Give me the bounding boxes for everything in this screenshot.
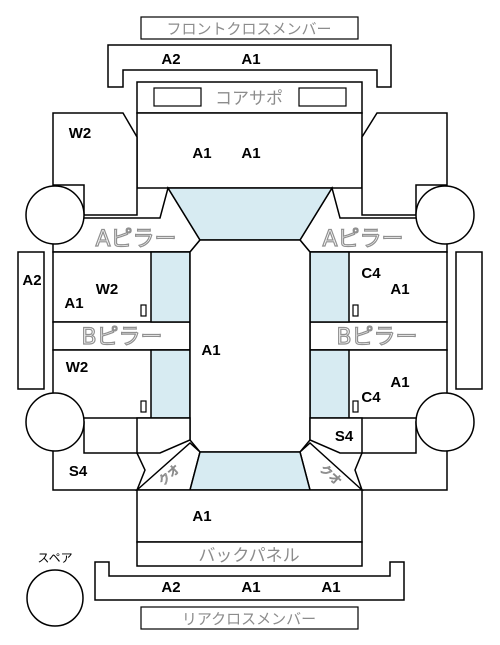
front-window-left[interactable] (150, 251, 191, 323)
code-rear-door-right-b: C4 (361, 389, 381, 406)
code-rear-fender-right: S4 (335, 428, 354, 445)
a-pillar-left-label: Aピラー (95, 227, 176, 252)
code-trunk: A1 (192, 508, 211, 525)
front-cross-member-box (140, 16, 359, 40)
rear-window-right[interactable] (309, 349, 350, 419)
door-handle-rear-right (352, 400, 359, 413)
door-handle-rear-left (140, 400, 147, 413)
front-tire-right[interactable] (415, 185, 475, 245)
front-fender-right[interactable] (361, 112, 448, 216)
b-pillar-left-label: Bピラー (81, 325, 162, 350)
side-sill-right[interactable] (455, 251, 483, 390)
front-window-right[interactable] (309, 251, 350, 323)
core-support-label: コアサポ (215, 89, 283, 109)
front-cross-member[interactable] (107, 44, 392, 88)
rear-window-left[interactable] (150, 349, 191, 419)
code-rear-door-left: W2 (66, 359, 89, 376)
back-panel-label: バックパネル (198, 546, 299, 566)
spare-tire[interactable] (26, 569, 84, 627)
code-rear-fender-left: S4 (69, 463, 88, 480)
a-pillar-right-label: Aピラー (322, 227, 403, 252)
back-panel[interactable] (136, 541, 363, 567)
code-hood-left: A1 (192, 145, 211, 162)
code-rear-door-right-a: A1 (390, 374, 409, 391)
rear-tire-left[interactable] (25, 392, 85, 452)
code-hood-right: A1 (241, 145, 260, 162)
code-front-door-left-a: W2 (96, 281, 119, 298)
headlight-left[interactable] (153, 87, 202, 107)
b-pillar-right-label: Bピラー (336, 325, 417, 350)
rear-window[interactable] (189, 451, 311, 491)
rear-cross-member-label: リアクロスメンバー (182, 610, 316, 628)
code-front-door-right-b: A1 (390, 281, 409, 298)
headlight-right[interactable] (298, 87, 347, 107)
code-side-sill-left: A2 (22, 272, 41, 289)
code-roof: A1 (201, 342, 220, 359)
door-handle-front-right (352, 304, 359, 317)
code-front-cross-right: A1 (241, 51, 260, 68)
rear-quarter-left-upper[interactable] (136, 417, 191, 454)
rear-cross-member[interactable] (94, 561, 405, 601)
spare-label: スペア (37, 551, 72, 565)
rear-tire-right[interactable] (415, 392, 475, 452)
code-front-cross-left: A2 (161, 51, 180, 68)
code-front-door-right-a: C4 (361, 265, 381, 282)
code-rear-cross-1: A2 (161, 579, 180, 596)
code-rear-cross-3: A1 (321, 579, 340, 596)
front-tire-left[interactable] (25, 185, 85, 245)
door-handle-front-left (140, 304, 147, 317)
front-cross-member-label: フロントクロスメンバー (166, 20, 331, 38)
trunk[interactable] (136, 489, 363, 543)
code-front-fender-left: W2 (69, 125, 92, 142)
front-fender-left[interactable] (52, 112, 138, 216)
rear-cross-member-box (140, 606, 359, 630)
rear-quarter-right-upper[interactable] (309, 417, 363, 454)
b-pillar-left[interactable] (52, 321, 191, 351)
code-rear-cross-2: A1 (241, 579, 260, 596)
code-front-door-left-b: A1 (64, 295, 83, 312)
side-sill-left[interactable] (17, 251, 45, 390)
